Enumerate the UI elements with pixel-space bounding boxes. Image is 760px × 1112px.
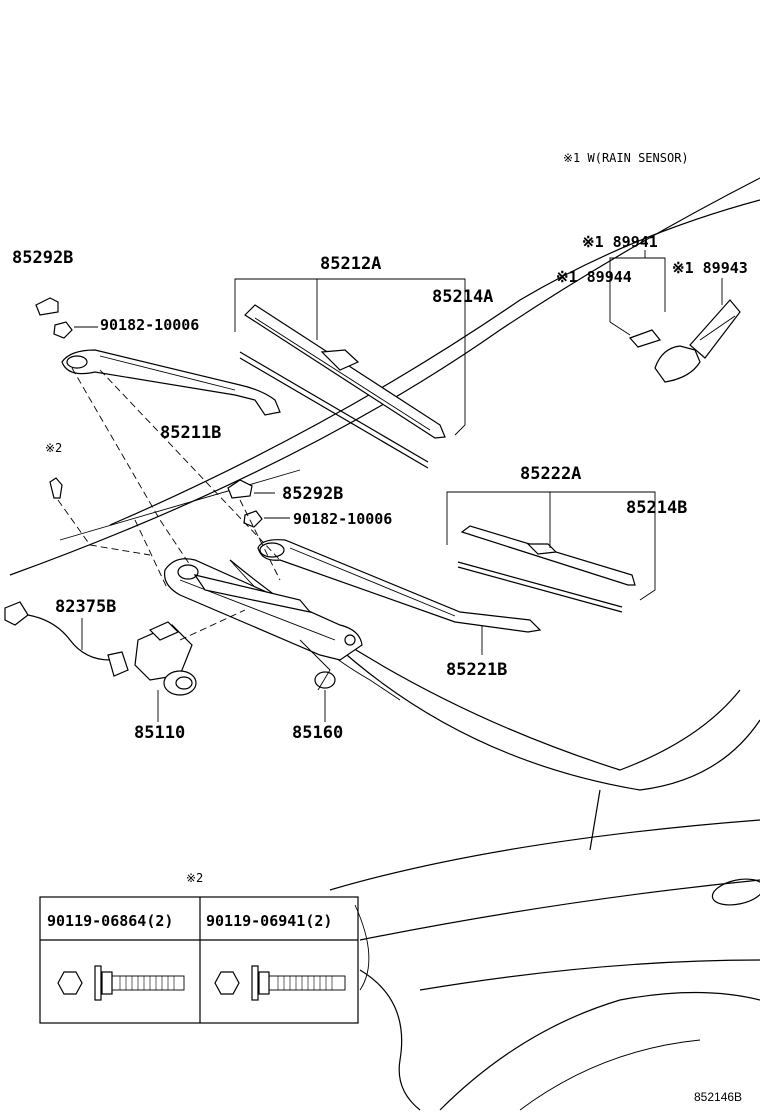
wire-harness-82375B: [4, 601, 129, 677]
wiper-arm-85221B: [257, 539, 542, 633]
cap-85292B-top: [35, 297, 59, 316]
label-note2: ※2: [45, 441, 63, 455]
label-85222A: 85222A: [520, 464, 582, 484]
rain-sensor-note: ※1 W(RAIN SENSOR): [563, 151, 689, 165]
label-85212A: 85212A: [320, 254, 382, 274]
wiper-blade-85212A: [239, 304, 446, 469]
label-89944: ※1 89944: [556, 268, 632, 286]
bolt-note2: [49, 477, 63, 499]
wiper-motor-85110: [134, 621, 197, 696]
cap-85292B-mid: [227, 479, 253, 499]
label-85214B: 85214B: [626, 498, 688, 518]
hex-nut-icon: [214, 971, 240, 995]
label-85110: 85110: [134, 723, 186, 743]
nut-90182-top: [53, 321, 73, 339]
wiper-blade-85222A: [457, 525, 636, 613]
body-outline: [9, 177, 760, 1111]
label-90182-top: 90182-10006: [100, 316, 200, 334]
hex-nut-icon: [57, 971, 83, 995]
wiper-arm-85211B: [61, 349, 281, 416]
label-82375B: 82375B: [55, 597, 117, 617]
label-85211B: 85211B: [160, 423, 222, 443]
bolt-table: [39, 896, 359, 1024]
label-85214A: 85214A: [432, 287, 494, 307]
bolt-table-col2: 90119-06941(2): [206, 912, 333, 930]
label-90182-mid: 90182-10006: [293, 510, 393, 528]
label-85292B-top: 85292B: [12, 248, 74, 268]
label-89943: ※1 89943: [672, 259, 748, 277]
bolt-table-col1: 90119-06864(2): [47, 912, 174, 930]
label-85160: 85160: [292, 723, 344, 743]
label-89941: ※1 89941: [582, 233, 658, 251]
wiper-linkage-85160: [163, 558, 363, 691]
diagram-code: 852146B: [694, 1090, 743, 1104]
label-85292B-mid: 85292B: [282, 484, 344, 504]
rain-sensor-parts: [628, 299, 741, 383]
bolt-table-note: ※2: [186, 871, 204, 885]
label-85221B: 85221B: [446, 660, 508, 680]
